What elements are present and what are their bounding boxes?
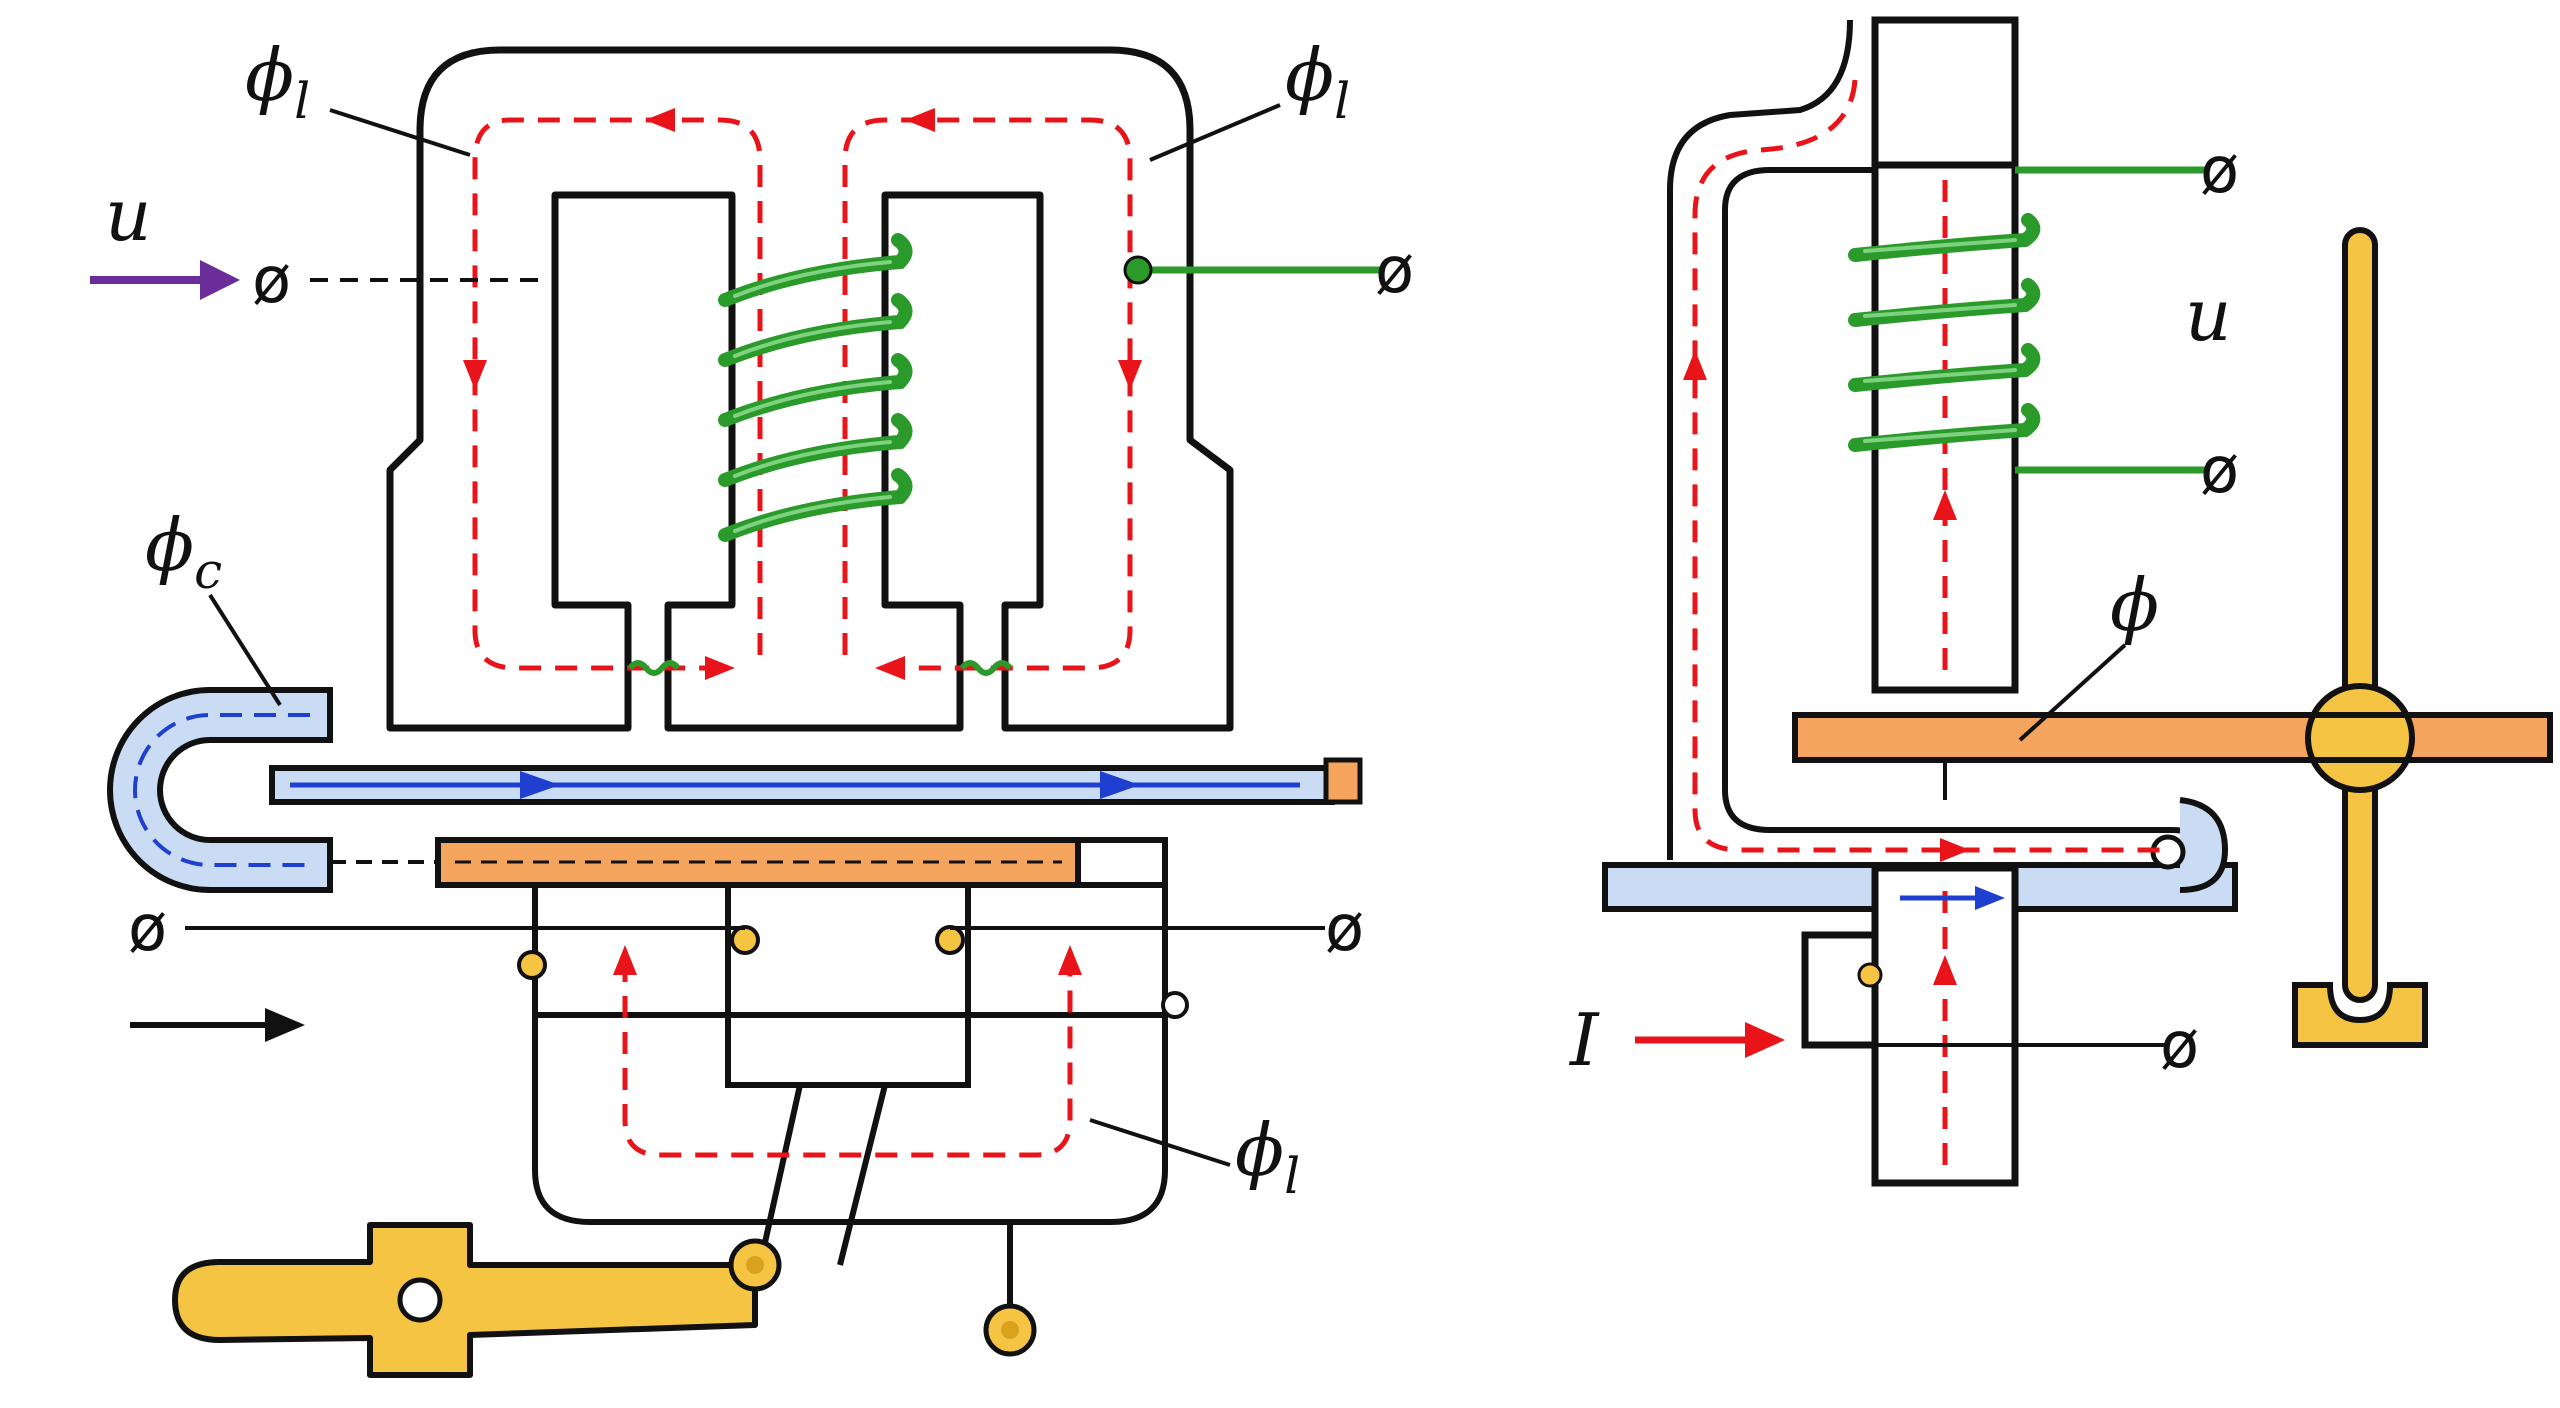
armature-left (330, 837, 1081, 888)
label-phi-c: ϕc (145, 503, 222, 600)
right-core (1801, 16, 2019, 1187)
shading-bar (269, 757, 1363, 805)
right-leads (1857, 166, 2205, 1047)
coil-right-highlight (1863, 238, 2017, 443)
gap-coils (627, 660, 1013, 676)
terminal-symbol: ø (2200, 434, 2239, 508)
label-u-right: u (2185, 273, 2231, 357)
terminal-symbol: ø (1375, 234, 1414, 308)
motion-arrow (130, 1008, 305, 1042)
terminal-symbol: ø (2160, 1009, 2199, 1083)
lever-left (172, 1222, 1037, 1378)
label-i: I (1568, 998, 1600, 1082)
label-phi-l-bottom: ϕl (1235, 1108, 1300, 1205)
flux-path-right (1683, 79, 2160, 1165)
label-pointers-left (208, 103, 1281, 1167)
terminal-symbol: ø (2200, 134, 2239, 208)
labels: ϕl ϕl ϕc ϕl u u ϕ I ø ø ø ø ø ø ø (105, 33, 2239, 1205)
terminal-symbol: ø (1325, 892, 1364, 966)
flux-path-lower (613, 945, 1082, 1158)
pivot-pins-left (517, 925, 1189, 1019)
label-phi-l-top-right: ϕl (1285, 33, 1350, 130)
label-phi-l-top-left: ϕl (245, 33, 310, 130)
input-arrow (90, 260, 240, 300)
terminal-symbol: ø (252, 244, 291, 318)
flux-path-upper (472, 117, 1133, 671)
shading-ring (107, 687, 333, 893)
lever-right (1792, 227, 2553, 1048)
lower-frame (532, 837, 1168, 1330)
flux-arrowheads-upper (463, 108, 1142, 680)
label-u-left: u (105, 173, 151, 257)
terminal-symbol: ø (128, 892, 167, 966)
current-arrow (1635, 1022, 1785, 1058)
input-leads (310, 255, 1380, 285)
coil-upper-highlight (733, 260, 892, 533)
label-phi-right: ϕ (2110, 563, 2159, 647)
label-pointers-right (2018, 643, 2127, 742)
